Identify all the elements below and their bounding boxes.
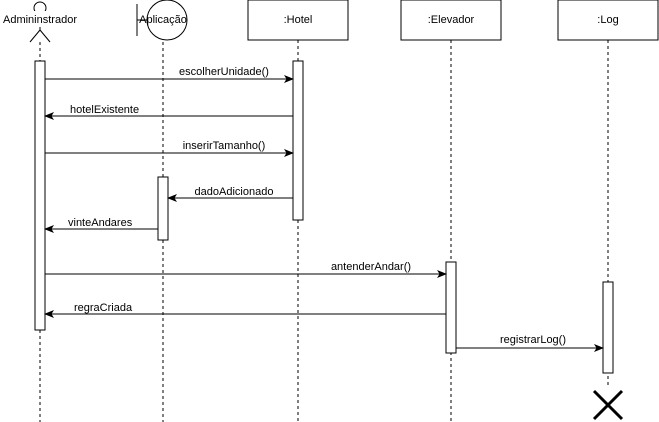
- message-label: vinteAndares: [68, 217, 133, 229]
- participant-box-log: [557, 0, 659, 41]
- participant-admin: Admininstrador: [0, 1, 80, 43]
- participant-box-hotel: [247, 0, 349, 41]
- messages: [44, 75, 604, 352]
- activations: [34, 60, 614, 374]
- participant-log: :Log: [557, 0, 659, 41]
- participant-label-hotel: :Hotel: [284, 14, 313, 26]
- activation-log: [602, 281, 614, 374]
- participant-app: Aplicação: [136, 0, 188, 41]
- message-labels: escolherUnidade() hotelExistente inserir…: [68, 66, 566, 346]
- message-label: regraCriada: [74, 302, 133, 314]
- boundary-icon: [136, 0, 188, 41]
- participant-label-admin: Admininstrador: [3, 14, 77, 26]
- activation-hotel: [292, 60, 304, 221]
- activation-elevador: [445, 261, 457, 354]
- lifelines: [39, 40, 609, 422]
- participant-hotel: :Hotel: [247, 0, 349, 41]
- participant-label-app: Aplicação: [139, 14, 187, 26]
- participant-elevador: :Elevador: [400, 0, 502, 41]
- activation-admin: [34, 60, 46, 331]
- message-label: antenderAndar(): [331, 261, 411, 273]
- message-label: inserirTamanho(): [183, 140, 266, 152]
- destroy-icon: [592, 389, 624, 421]
- message-label: registrarLog(): [500, 334, 566, 346]
- participant-label-elevador: :Elevador: [428, 14, 475, 26]
- message-label: hotelExistente: [70, 104, 139, 116]
- message-label: escolherUnidade(): [179, 66, 269, 78]
- activation-app: [157, 176, 169, 241]
- participant-label-log: :Log: [597, 14, 618, 26]
- message-label: dadoAdicionado: [195, 186, 274, 198]
- participant-box-elevador: [400, 0, 502, 41]
